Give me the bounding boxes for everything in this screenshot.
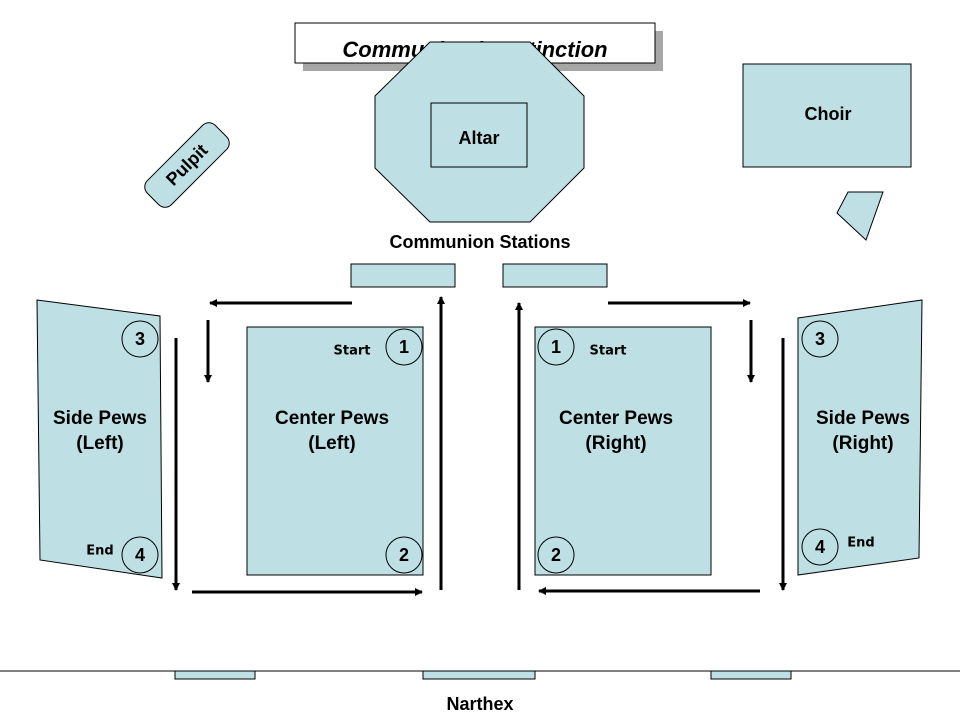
altar-area: Altar bbox=[374, 41, 585, 223]
narthex-door-left bbox=[174, 670, 256, 680]
marker-3-right bbox=[801, 320, 839, 358]
end-label-left: End bbox=[86, 544, 113, 559]
communion-stations-label: Communion Stations bbox=[390, 232, 571, 252]
center-pews-left: Center Pews (Left) bbox=[246, 326, 424, 576]
start-label-right: Start bbox=[590, 344, 627, 359]
side-pews-left: Side Pews (Left) bbox=[36, 299, 163, 579]
marker-1-center-right bbox=[537, 328, 575, 366]
center-pews-left-line2: (Left) bbox=[308, 433, 355, 454]
choir-lectern bbox=[836, 191, 884, 241]
marker-4-right bbox=[801, 528, 839, 566]
communion-station-left bbox=[350, 263, 456, 288]
marker-3-right-label: 3 bbox=[815, 329, 825, 349]
marker-2-center-left bbox=[385, 536, 423, 574]
choir-area: Choir bbox=[742, 63, 912, 168]
center-pews-right-line1: Center Pews bbox=[559, 408, 673, 429]
marker-4-left bbox=[121, 536, 159, 574]
marker-1-center-left-label: 1 bbox=[399, 337, 409, 357]
choir-label: Choir bbox=[805, 104, 852, 124]
marker-4-right-label: 4 bbox=[815, 537, 825, 557]
pulpit: Pulpit bbox=[144, 122, 230, 208]
narthex-door-center bbox=[422, 670, 536, 680]
center-pews-right-line2: (Right) bbox=[585, 433, 646, 454]
side-pews-right-line2: (Right) bbox=[832, 433, 893, 454]
marker-2-center-right bbox=[537, 536, 575, 574]
side-pews-left-line2: (Left) bbox=[76, 433, 123, 454]
markers: 3 4 End 1 Start 2 1 Start 2 3 4 End bbox=[86, 320, 875, 574]
marker-3-left bbox=[121, 320, 159, 358]
start-label-left: Start bbox=[334, 344, 371, 359]
marker-2-center-left-label: 2 bbox=[399, 545, 409, 565]
marker-2-center-right-label: 2 bbox=[551, 545, 561, 565]
marker-4-left-label: 4 bbox=[135, 545, 145, 565]
center-pews-right: Center Pews (Right) bbox=[534, 326, 712, 576]
communion-station-right bbox=[502, 263, 608, 288]
side-pews-left-line1: Side Pews bbox=[53, 408, 147, 429]
side-pews-right-line1: Side Pews bbox=[816, 408, 910, 429]
marker-3-left-label: 3 bbox=[135, 329, 145, 349]
altar-label: Altar bbox=[458, 128, 499, 148]
center-pews-left-line1: Center Pews bbox=[275, 408, 389, 429]
narthex-label: Narthex bbox=[446, 694, 513, 714]
marker-1-center-left bbox=[385, 328, 423, 366]
marker-1-center-right-label: 1 bbox=[551, 337, 561, 357]
altar-table bbox=[430, 102, 528, 168]
side-pews-right: Side Pews (Right) bbox=[797, 299, 923, 576]
end-label-right: End bbox=[847, 536, 874, 551]
flow-arrows bbox=[172, 296, 787, 596]
narthex-door-right bbox=[710, 670, 792, 680]
